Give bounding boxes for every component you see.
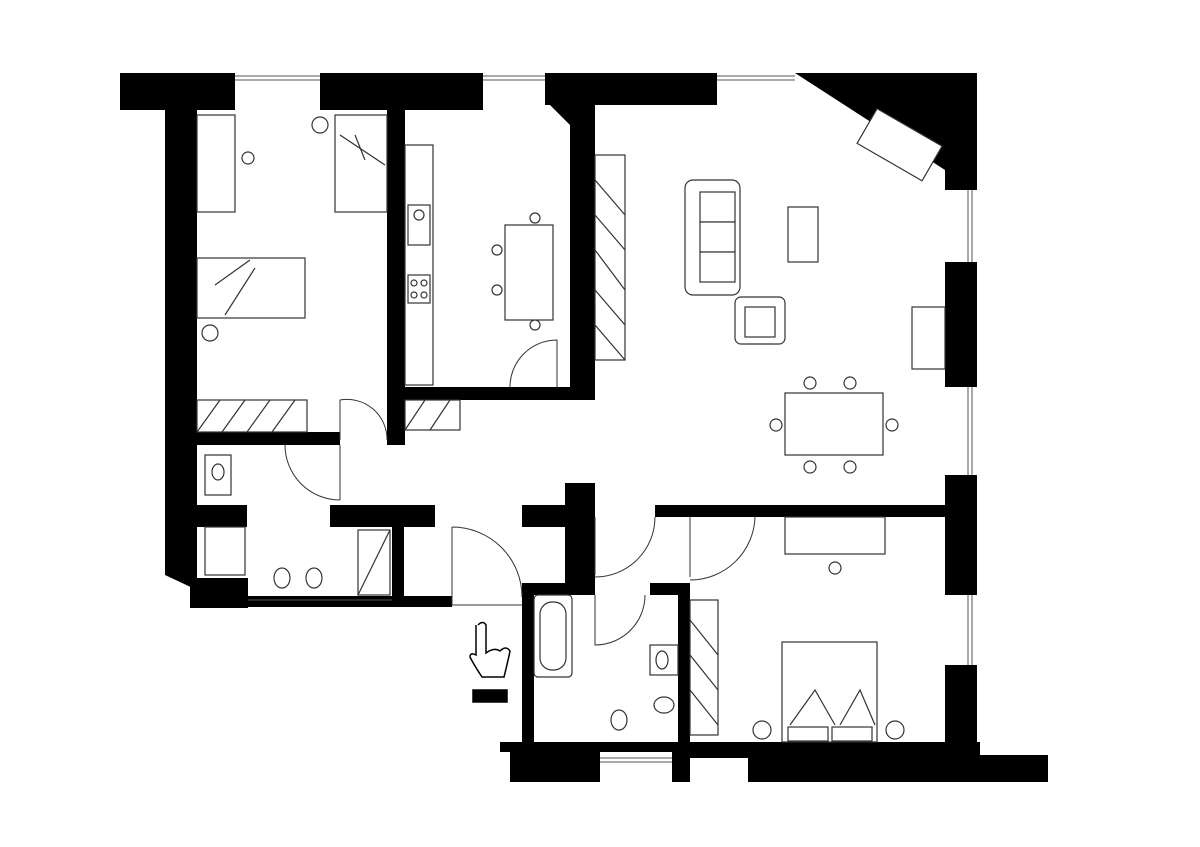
wall-bedroom1-bottom	[197, 432, 340, 445]
wall-bath2-left	[522, 583, 534, 750]
wall-bottom-5	[748, 755, 1048, 782]
door-kitchen	[509, 339, 558, 388]
wall-bathroom1-right	[392, 527, 404, 607]
wardrobe-1	[196, 399, 308, 433]
coffee-table	[787, 206, 819, 263]
wall-bedroom1-kitchen	[387, 110, 405, 445]
doors	[284, 339, 756, 646]
kitchen-table	[504, 224, 554, 321]
wall-bath1-left	[197, 505, 247, 527]
wall-kitchen-living	[545, 100, 595, 400]
walls	[120, 73, 1048, 782]
wall-top-mid1	[320, 73, 483, 110]
wall-right-1	[945, 262, 977, 387]
wall-living-bottom	[655, 505, 945, 517]
door-bath2	[594, 594, 646, 646]
wall-top-left	[120, 73, 235, 590]
wall-bottom-left-corner	[190, 578, 248, 608]
furniture	[196, 107, 946, 743]
wall-bath2-right	[678, 583, 690, 780]
wall-top-mid2	[545, 73, 717, 105]
door-bedroom2	[689, 516, 756, 581]
pointing-hand-icon	[469, 621, 511, 703]
door-entrance	[451, 526, 523, 606]
wall-bottom-left	[248, 596, 452, 607]
bed-single	[196, 257, 306, 319]
wall-hall-left	[330, 505, 435, 527]
door-bedroom1	[339, 398, 388, 441]
wall-bottom-3	[672, 750, 690, 782]
desk	[196, 114, 236, 213]
counter	[404, 144, 434, 386]
wall-kitchen-bottom	[405, 387, 570, 400]
cabinet	[911, 306, 946, 370]
wall-bottom-1	[500, 742, 690, 752]
wall-hall-post	[565, 483, 595, 590]
wall-bath2-top-l	[522, 583, 595, 595]
door-bath1	[284, 444, 341, 501]
tv	[856, 107, 943, 182]
door-hall-bath	[594, 516, 656, 578]
wall-right-2	[945, 475, 977, 595]
windows	[235, 75, 973, 763]
bed-single-top	[334, 114, 388, 213]
wall-bottom-4	[690, 742, 980, 758]
wardrobe-bedroom2	[689, 599, 719, 736]
shelf-kitchen	[404, 399, 461, 431]
dining-table	[784, 392, 884, 456]
desk-2	[784, 516, 886, 555]
wall-bottom-2	[510, 750, 600, 782]
wall-right-3	[945, 665, 977, 755]
